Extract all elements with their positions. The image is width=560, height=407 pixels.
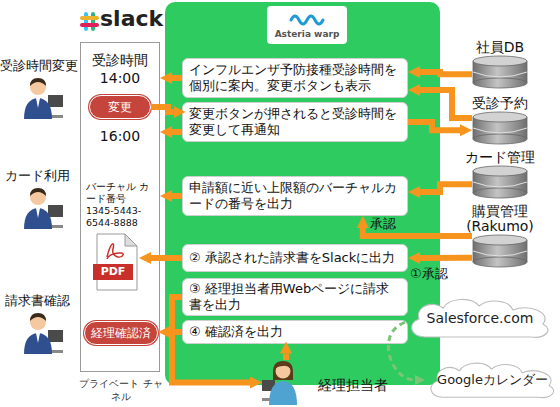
flow-arrow xyxy=(172,75,182,81)
node-text: PDF xyxy=(93,264,133,280)
edge-label: ①承認 xyxy=(410,266,448,281)
process-box: ③ 経理担当者用Webページに請求書を出力 xyxy=(182,278,408,316)
cloud-service: Googleカレンダー xyxy=(425,360,560,400)
flow-arrow xyxy=(172,297,250,383)
database-cylinder xyxy=(472,165,528,199)
flow-arrow xyxy=(420,72,472,74)
process-box: ② 承認された請求書をSlackに出力 xyxy=(182,244,408,272)
node-text: 経理確認済 xyxy=(91,325,151,342)
person-icon xyxy=(24,313,63,354)
node-text: 受診予約 xyxy=(464,96,536,111)
pdf-icon: PDF xyxy=(93,233,139,291)
node-text: 購買管理 (Rakumo) xyxy=(464,204,536,234)
node-text: インフルエンザ予防接種受診時間を個別に案内。変更ボタンも表示 xyxy=(189,62,401,94)
change-button: 変更 xyxy=(89,95,151,119)
slack-logo xyxy=(80,12,99,31)
slack-channel: 受診時間 14:00 16:00 バーチャル カード番号 1345-5443- 65… xyxy=(80,42,160,372)
database-cylinder xyxy=(472,111,528,145)
platform-area: Asteria warp インフルエンザ予防接種受診時間を個別に案内。変更ボタンも… xyxy=(165,2,440,385)
flow-arrow xyxy=(420,184,472,192)
node-text: 社員DB xyxy=(464,40,536,55)
database-cylinder xyxy=(472,55,528,89)
flow-arrow xyxy=(151,255,182,261)
flow-arrow xyxy=(408,122,460,130)
flow-arrow xyxy=(283,354,289,360)
database: 社員DB xyxy=(472,40,528,89)
process-box: インフルエンザ予防接種受診時間を個別に案内。変更ボタンも表示 xyxy=(182,58,408,98)
product-name: Asteria warp xyxy=(267,29,347,40)
channel-caption: プライベート チャネル xyxy=(76,377,166,403)
node-text: 経理担当者 xyxy=(318,376,388,394)
node-text: ④ 確認済を出力 xyxy=(189,324,283,340)
flow-arrow xyxy=(420,90,472,118)
status-badge: 経理確認済 xyxy=(84,321,158,345)
role-label: 請求書確認 xyxy=(5,293,70,309)
card-number: バーチャル カード番号 1345-5443- 6544-8888 xyxy=(86,181,156,229)
brand-name: slack xyxy=(100,7,163,31)
node-text: 申請額に近い上限額のバーチャルカードの番号を出力 xyxy=(189,180,401,212)
sync-arrow xyxy=(388,322,415,380)
process-box: 変更ボタンが押されると受診時間を変更して再通知 xyxy=(182,102,408,142)
node-text: 変更ボタンが押されると受診時間を変更して再通知 xyxy=(189,106,401,138)
process-box: 申請額に近い上限額のバーチャルカードの番号を出力 xyxy=(182,176,408,216)
process-box: ④ 確認済を出力 xyxy=(182,320,408,344)
role-label: 受診時間変更 xyxy=(0,58,78,74)
node-text: Googleカレンダー xyxy=(437,371,548,389)
flow-arrow xyxy=(151,107,174,112)
edge-label: 承認 xyxy=(370,216,396,231)
role-label: カード利用 xyxy=(5,168,70,184)
node-text: ③ 経理担当者用Webページに請求書を出力 xyxy=(189,281,401,313)
time-text: 受診時間 14:00 xyxy=(89,51,151,87)
pdf-document xyxy=(93,233,139,291)
accountant: 経理担当者 xyxy=(262,360,302,405)
database: 受診予約 xyxy=(472,96,528,145)
flow-arrow xyxy=(172,129,182,135)
cloud-service: Salesforce.com xyxy=(405,296,555,340)
flow-arrow xyxy=(170,329,182,335)
database-cylinder xyxy=(472,234,528,268)
database: 購買管理 (Rakumo) xyxy=(472,204,528,268)
node-text: ② 承認された請求書をSlackに出力 xyxy=(189,250,395,266)
database: カード管理 xyxy=(472,150,528,199)
person-icon xyxy=(24,188,63,229)
person-figure xyxy=(262,360,302,405)
time-text: 16:00 xyxy=(81,127,159,145)
person-icon xyxy=(24,78,63,119)
node-text: 変更 xyxy=(108,99,132,116)
node-text: カード管理 xyxy=(464,150,536,165)
node-text: Salesforce.com xyxy=(427,310,534,326)
flow-arrow xyxy=(420,255,472,261)
flow-arrow xyxy=(172,193,182,199)
